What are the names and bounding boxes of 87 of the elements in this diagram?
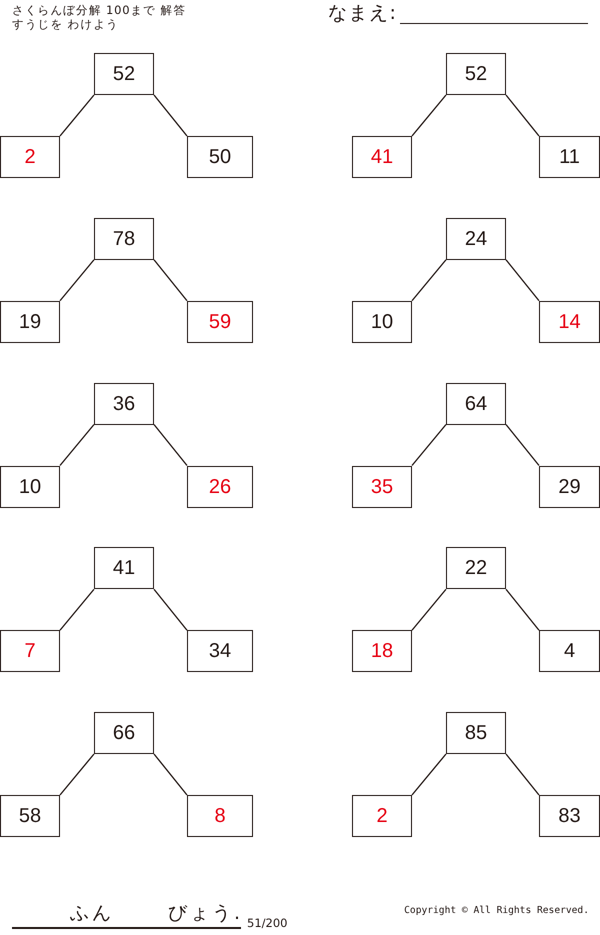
number: 26 xyxy=(208,476,232,496)
number-box xyxy=(187,795,253,837)
connector-line xyxy=(412,259,446,302)
number: 36 xyxy=(112,394,136,414)
number: 4 xyxy=(564,641,576,662)
number: 50 xyxy=(208,147,232,167)
number-box xyxy=(446,382,506,424)
number: 10 xyxy=(370,312,394,332)
connector-line xyxy=(154,259,188,302)
connector-line xyxy=(154,94,188,136)
connector-line xyxy=(154,424,188,466)
connector-line xyxy=(60,754,94,796)
number-box xyxy=(94,712,154,754)
connector-line xyxy=(154,588,188,631)
connector-line xyxy=(506,588,540,631)
number-box xyxy=(187,136,253,178)
number: 83 xyxy=(558,806,581,826)
number: 14 xyxy=(558,312,581,332)
number: 34 xyxy=(208,641,232,662)
connector-line xyxy=(506,94,540,136)
number: 52 xyxy=(112,64,136,84)
number: 41 xyxy=(370,147,394,167)
number: 8 xyxy=(214,806,226,826)
number-box xyxy=(352,630,412,672)
number-box xyxy=(446,547,506,590)
number: 22 xyxy=(464,558,488,578)
connector-line xyxy=(412,588,446,631)
number: 10 xyxy=(18,476,42,496)
number-box xyxy=(352,136,412,178)
label-text: すうじを わけよう xyxy=(12,18,119,31)
number: 64 xyxy=(464,394,488,414)
number: 24 xyxy=(464,228,488,249)
number-box xyxy=(539,466,600,508)
connector-line xyxy=(412,754,446,796)
number-box xyxy=(94,382,154,424)
number: 7 xyxy=(24,641,36,662)
number: 78 xyxy=(112,228,136,249)
number-box xyxy=(94,53,154,95)
connector-line xyxy=(506,424,540,466)
number-box xyxy=(446,712,506,754)
number: 52 xyxy=(464,64,488,84)
connector-line xyxy=(506,754,540,796)
number-box xyxy=(539,136,600,178)
label-text: なまえ: xyxy=(328,3,398,24)
number: 41 xyxy=(112,558,136,578)
number: 35 xyxy=(370,476,394,496)
number-box xyxy=(94,547,154,590)
connector-line xyxy=(60,259,94,302)
number-box xyxy=(0,466,60,508)
number: 85 xyxy=(464,723,488,743)
connector-line xyxy=(60,424,94,466)
label-text: びょう. xyxy=(168,903,244,924)
number-box xyxy=(0,300,60,343)
number-box xyxy=(94,218,154,260)
number-box xyxy=(446,53,506,95)
number: 19 xyxy=(18,312,42,332)
number-box xyxy=(446,218,506,260)
number: 29 xyxy=(558,476,581,496)
connector-line xyxy=(60,94,94,136)
connector-line xyxy=(412,424,446,466)
label-text: 51/200 xyxy=(247,917,288,930)
number-box xyxy=(187,630,253,672)
number: 18 xyxy=(370,641,394,662)
connector-line xyxy=(506,259,540,302)
number-box xyxy=(539,795,600,837)
number-box xyxy=(187,466,253,508)
connector-line xyxy=(60,588,94,631)
label-text: Copyright © All Rights Reserved. xyxy=(404,906,589,917)
number-box xyxy=(0,630,60,672)
label-text: さくらんぼ分解 100まで 解答 xyxy=(12,4,186,17)
number-box xyxy=(352,300,412,343)
number-box xyxy=(352,466,412,508)
number: 2 xyxy=(24,147,36,167)
number-box xyxy=(187,300,253,343)
number-box xyxy=(0,136,60,178)
connector-line xyxy=(154,754,188,796)
number-box xyxy=(352,795,412,837)
label-text: ふん xyxy=(70,903,114,924)
number: 58 xyxy=(18,806,42,826)
number: 2 xyxy=(376,806,388,826)
number: 59 xyxy=(208,312,232,332)
number-box xyxy=(539,300,600,343)
connector-line xyxy=(412,94,446,136)
number: 66 xyxy=(112,723,136,743)
number: 11 xyxy=(559,147,580,167)
number-box xyxy=(539,630,600,672)
number-box xyxy=(0,795,60,837)
